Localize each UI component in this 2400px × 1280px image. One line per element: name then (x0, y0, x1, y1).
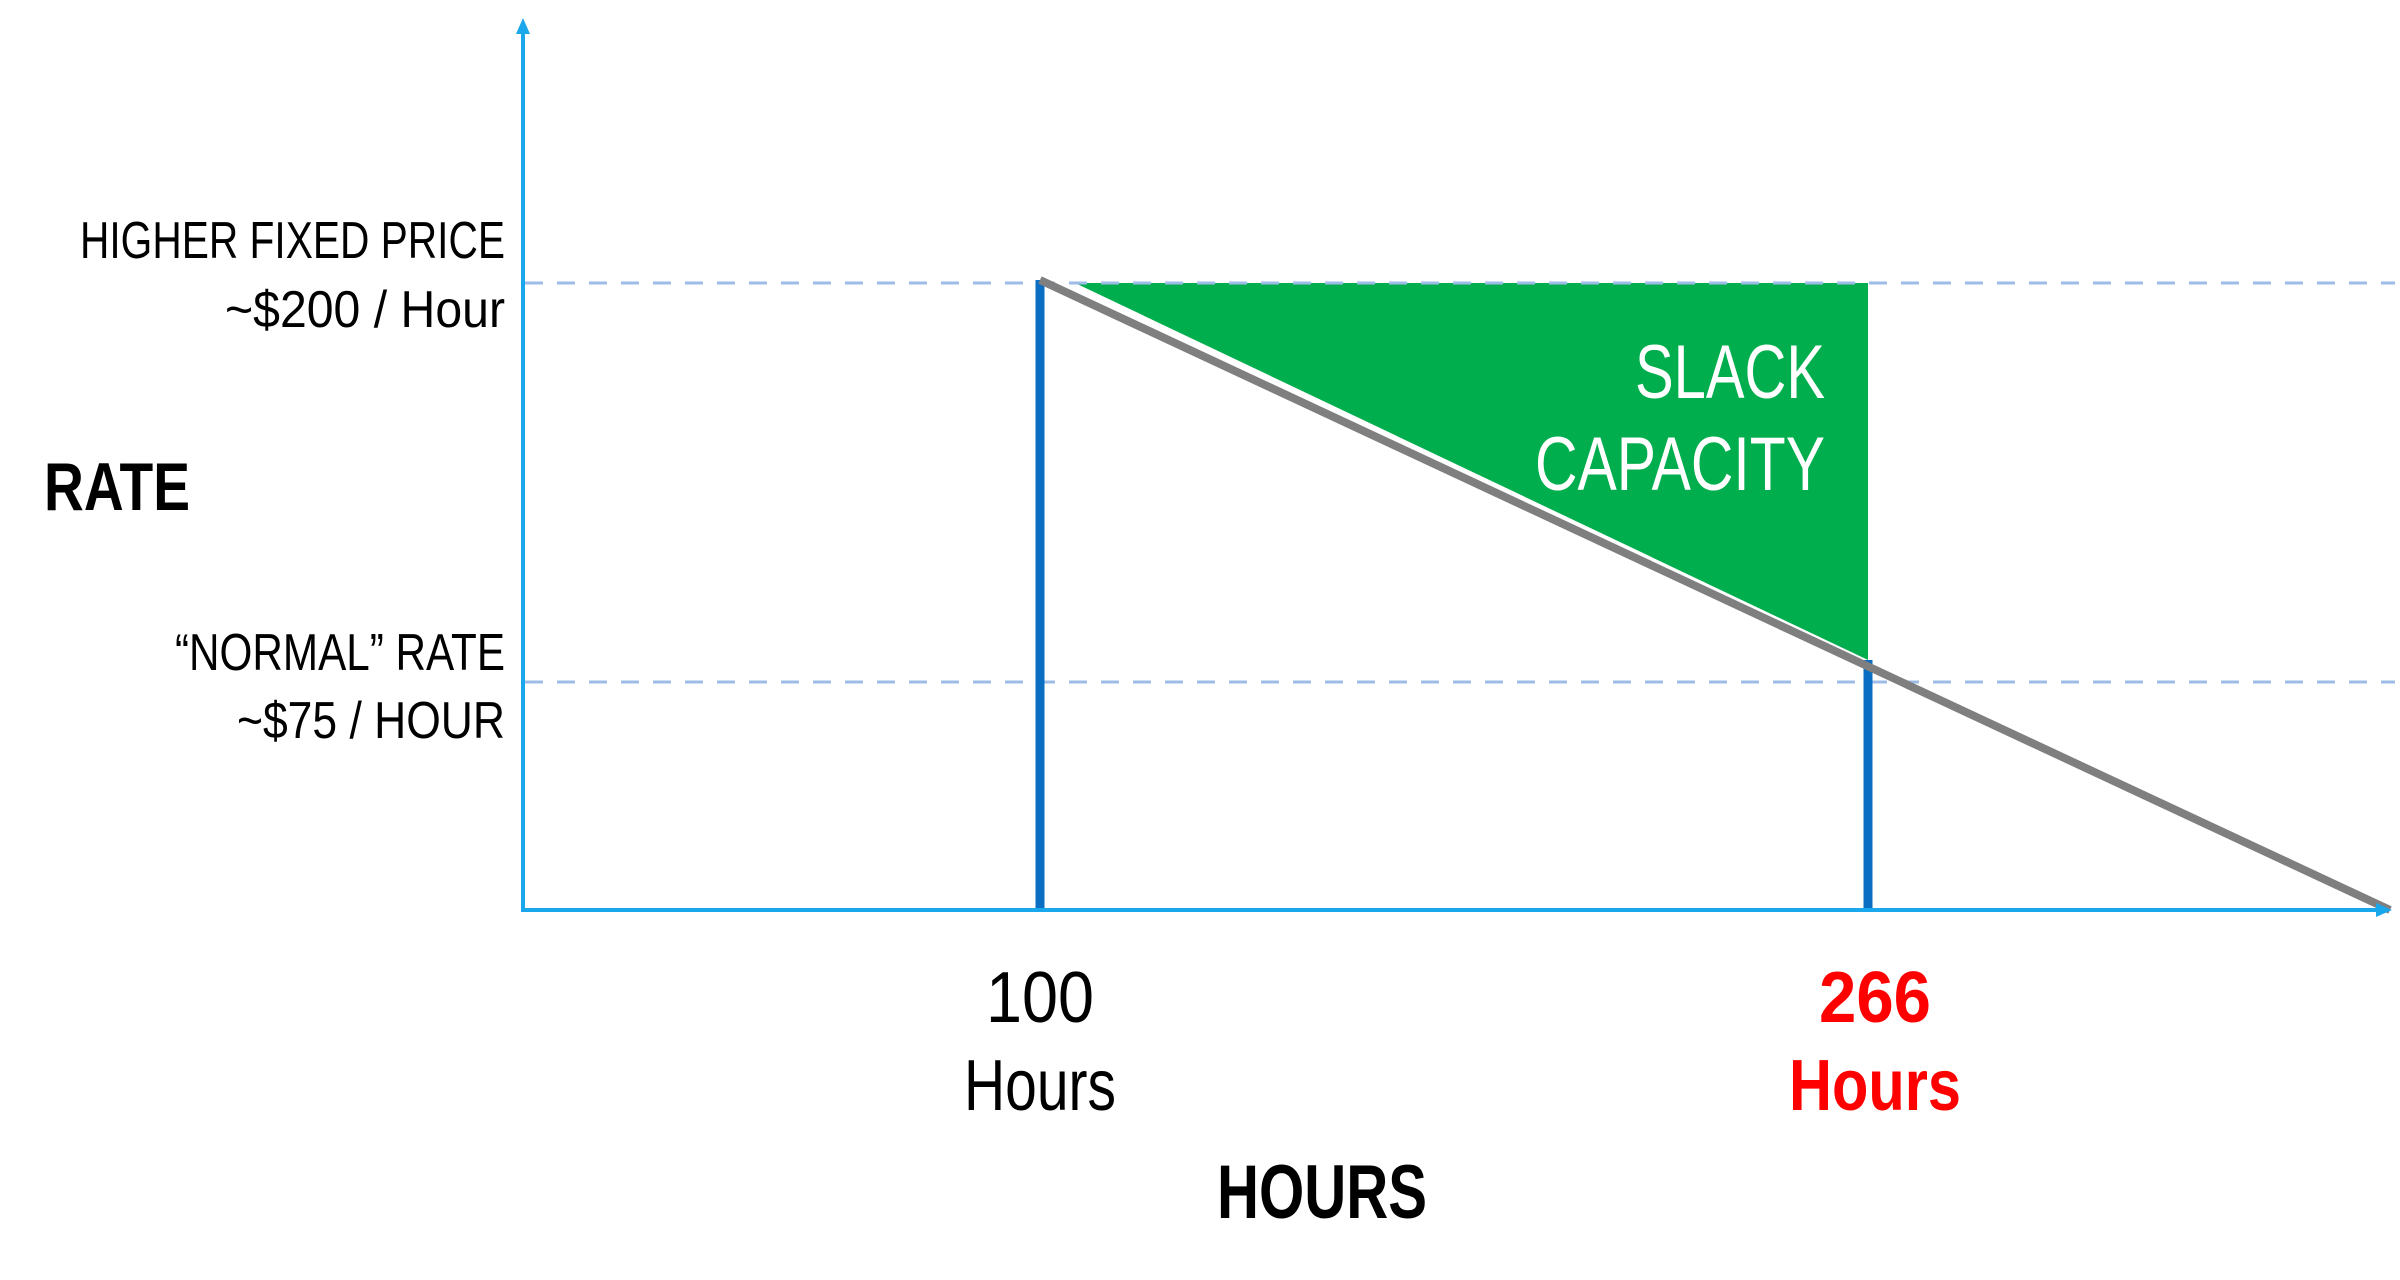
higher-price-label-line1: HIGHER FIXED PRICE (80, 212, 505, 270)
slack-capacity-label-line2: CAPACITY (1535, 422, 1825, 507)
slack-capacity-region (1075, 283, 1868, 660)
slack-capacity-label-line1: SLACK (1635, 330, 1825, 415)
marker-266-value: 266 (1819, 958, 1931, 1038)
normal-rate-label-line1: “NORMAL” RATE (175, 624, 505, 682)
marker-100-unit: Hours (964, 1046, 1116, 1126)
y-axis-title: RATE (44, 449, 190, 525)
x-axis-title: HOURS (1217, 1150, 1427, 1235)
x-axis-arrowhead (2376, 903, 2392, 917)
normal-rate-label-line2: ~$75 / HOUR (237, 692, 505, 750)
higher-price-label-line2: ~$200 / Hour (225, 281, 505, 339)
marker-266-unit: Hours (1789, 1046, 1961, 1126)
rate-demand-line (1038, 276, 2392, 914)
marker-100-value: 100 (986, 958, 1094, 1038)
y-axis-arrowhead (516, 18, 530, 34)
